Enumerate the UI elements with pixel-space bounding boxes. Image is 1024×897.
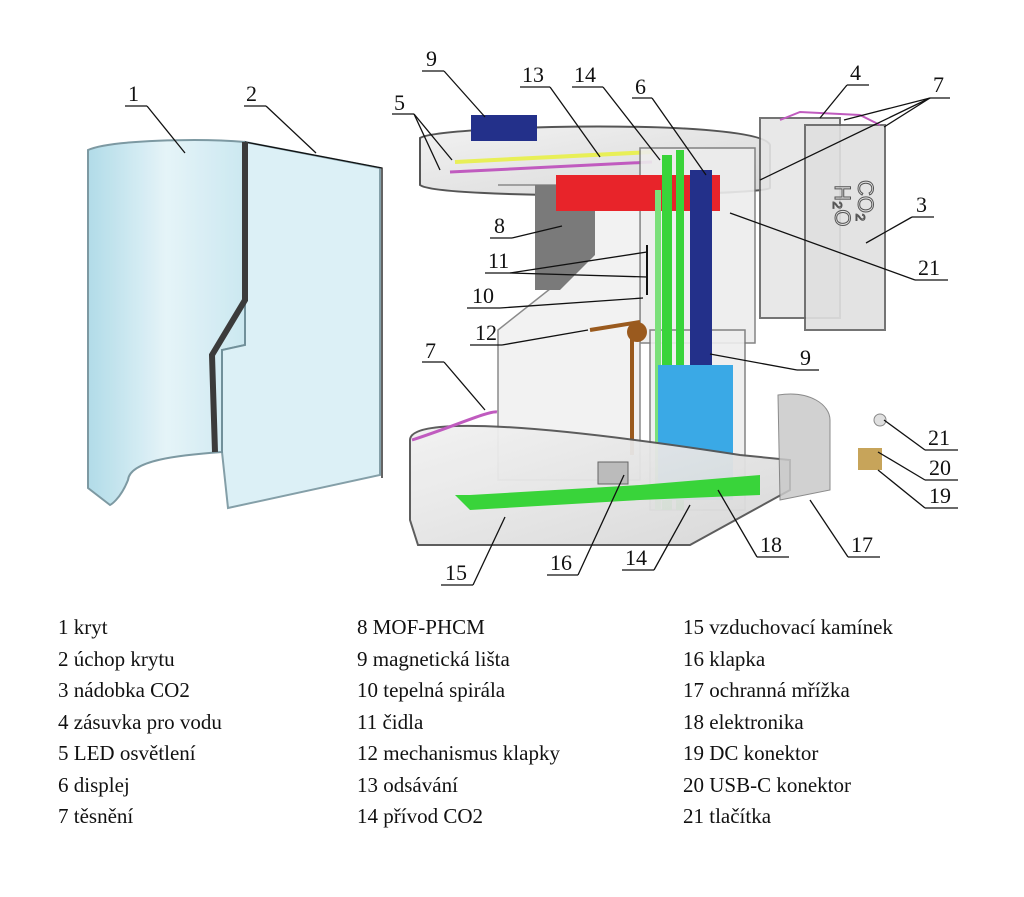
callout-9-right: 9 bbox=[800, 345, 811, 370]
connectors bbox=[858, 448, 882, 470]
callout-11: 11 bbox=[488, 248, 509, 273]
legend-item: 11 čidla bbox=[357, 709, 424, 734]
callout-18: 18 bbox=[760, 532, 782, 557]
callout-20: 20 bbox=[929, 455, 951, 480]
cover-handle bbox=[244, 141, 383, 478]
callout-7-top: 7 bbox=[933, 72, 944, 97]
mof-block bbox=[535, 185, 595, 290]
containers: H₂O CO₂ bbox=[759, 110, 886, 331]
legend-item: 5 LED osvětlení bbox=[58, 741, 196, 765]
legend-column-2: 8 MOF-PHCM 9 magnetická lišta 10 tepelná… bbox=[357, 612, 560, 833]
callout-10: 10 bbox=[472, 283, 494, 308]
flap bbox=[597, 461, 629, 485]
callout-4: 4 bbox=[850, 60, 861, 85]
callout-layer: 1 2 3 4 5 6 7 7 8 9 9 10 11 12 13 14 14 bbox=[125, 46, 958, 586]
co2-label: CO₂ bbox=[853, 180, 878, 222]
main-body bbox=[409, 115, 887, 546]
legend-item: 1 kryt bbox=[58, 615, 108, 639]
legend-item: 20 USB-C konektor bbox=[683, 772, 851, 797]
legend-item: 7 těsnění bbox=[58, 804, 134, 828]
callout-21-bottom: 21 bbox=[928, 425, 950, 450]
legend-item: 21 tlačítka bbox=[683, 804, 772, 828]
callout-8: 8 bbox=[494, 213, 505, 238]
legend-item: 2 úchop krytu bbox=[58, 646, 175, 671]
callout-13: 13 bbox=[522, 62, 544, 87]
seal-lower bbox=[411, 410, 498, 442]
legend-item: 17 ochranná mřížka bbox=[683, 678, 850, 702]
callout-3: 3 bbox=[916, 192, 927, 217]
legend-item: 19 DC konektor bbox=[683, 741, 819, 765]
legend: 1 kryt 2 úchop krytu 3 nádobka CO2 4 zás… bbox=[0, 612, 1024, 862]
callout-16: 16 bbox=[550, 550, 572, 575]
callout-6: 6 bbox=[635, 74, 646, 99]
callout-2: 2 bbox=[246, 81, 257, 106]
callout-9-top: 9 bbox=[426, 46, 437, 71]
co2-pipe bbox=[662, 155, 672, 510]
callout-12: 12 bbox=[475, 320, 497, 345]
callout-15: 15 bbox=[445, 560, 467, 585]
legend-item: 14 přívod CO2 bbox=[357, 804, 483, 828]
legend-item: 13 odsávání bbox=[357, 772, 458, 797]
legend-item: 15 vzduchovací kamínek bbox=[683, 615, 893, 639]
flap-mechanism bbox=[589, 320, 641, 455]
callout-14-top: 14 bbox=[574, 62, 596, 87]
led-strip bbox=[454, 150, 653, 164]
top-module bbox=[471, 115, 537, 141]
callout-14-bottom: 14 bbox=[625, 545, 647, 570]
legend-item: 9 magnetická lišta bbox=[357, 646, 510, 671]
callout-21-top: 21 bbox=[918, 255, 940, 280]
legend-item: 18 elektronika bbox=[683, 709, 804, 734]
callout-1: 1 bbox=[128, 81, 139, 106]
guard bbox=[777, 393, 831, 501]
legend-item: 8 MOF-PHCM bbox=[357, 615, 485, 639]
callout-5: 5 bbox=[394, 90, 405, 115]
cover-shell bbox=[87, 139, 383, 510]
callout-7-left: 7 bbox=[425, 338, 436, 363]
legend-item: 16 klapka bbox=[683, 646, 766, 671]
legend-column-1: 1 kryt 2 úchop krytu 3 nádobka CO2 4 zás… bbox=[58, 612, 222, 833]
callout-17: 17 bbox=[851, 532, 873, 557]
airstone bbox=[455, 475, 760, 510]
callout-19: 19 bbox=[929, 483, 951, 508]
legend-item: 12 mechanismus klapky bbox=[357, 741, 560, 765]
legend-item: 4 zásuvka pro vodu bbox=[58, 709, 222, 734]
legend-item: 10 tepelná spirála bbox=[357, 678, 506, 702]
legend-column-3: 15 vzduchovací kamínek 16 klapka 17 ochr… bbox=[683, 612, 893, 833]
h2o-label: H₂O bbox=[830, 185, 855, 227]
legend-item: 3 nádobka CO2 bbox=[58, 678, 190, 702]
exploded-diagram: H₂O CO₂ 1 2 3 4 5 6 7 7 8 9 9 10 11 12 1… bbox=[87, 46, 958, 586]
legend-item: 6 displej bbox=[58, 772, 130, 797]
